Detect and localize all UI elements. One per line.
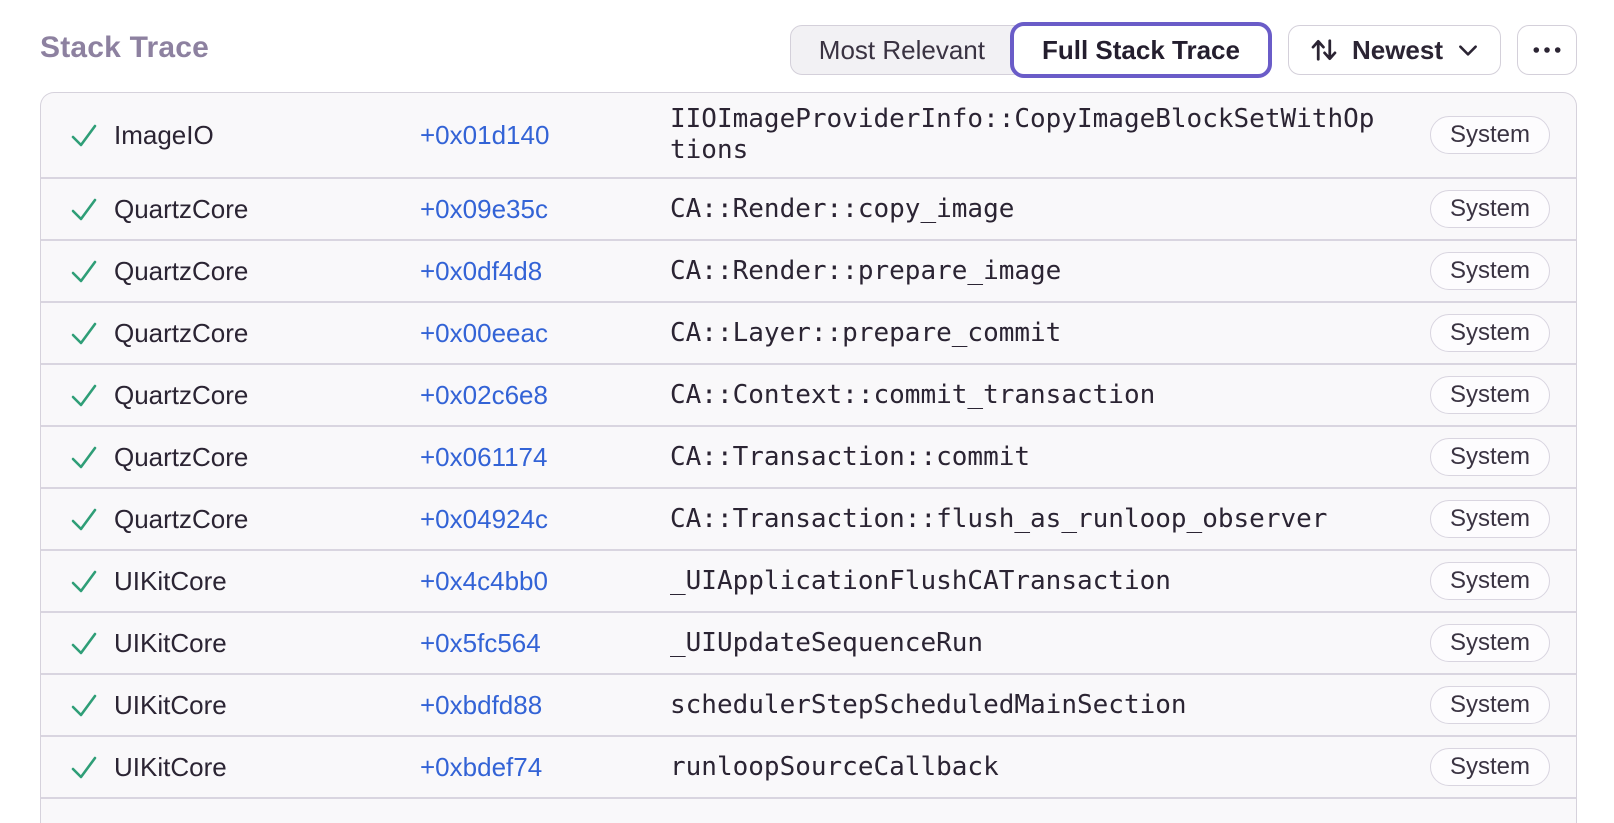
frame-module: QuartzCore	[114, 255, 249, 286]
frame-module: UIKitCore	[114, 627, 227, 658]
in-app-check-icon	[69, 690, 99, 720]
badge-container: System	[1380, 686, 1550, 724]
frame-address-link[interactable]: +0x00eeac	[420, 317, 548, 348]
system-badge: System	[1429, 562, 1550, 600]
system-badge: System	[1429, 438, 1550, 476]
stack-frame-row[interactable]: QuartzCore +0x0df4d8 CA::Render::prepare…	[41, 239, 1576, 301]
badge-container: System	[1380, 624, 1550, 662]
frame-module: QuartzCore	[114, 503, 249, 534]
stack-trace-card: ImageIO +0x01d140 IIOImageProviderInfo::…	[40, 92, 1577, 823]
frame-function: IIOImageProviderInfo::CopyImageBlockSetW…	[670, 104, 1375, 165]
system-badge: System	[1429, 314, 1550, 352]
badge-container: System	[1380, 748, 1550, 786]
view-toggle: Most Relevant Full Stack Trace	[789, 22, 1272, 78]
frame-module: ImageIO	[114, 119, 214, 150]
ellipsis-icon	[1532, 43, 1562, 57]
sort-newest-button[interactable]: Newest	[1287, 25, 1501, 75]
badge-container: System	[1380, 500, 1550, 538]
frame-module: QuartzCore	[114, 317, 249, 348]
frame-function: CA::Context::commit_transaction	[670, 379, 1156, 410]
next-frame-partial	[41, 797, 1576, 809]
system-badge: System	[1429, 748, 1550, 786]
frame-function: CA::Transaction::flush_as_runloop_observ…	[670, 503, 1328, 534]
system-badge: System	[1429, 686, 1550, 724]
stack-frame-row[interactable]: UIKitCore +0x5fc564 _UIUpdateSequenceRun…	[41, 611, 1576, 673]
stack-frame-row[interactable]: QuartzCore +0x00eeac CA::Layer::prepare_…	[41, 301, 1576, 363]
stack-frame-row[interactable]: UIKitCore +0xbdfd88 schedulerStepSchedul…	[41, 673, 1576, 735]
stack-frame-row[interactable]: QuartzCore +0x061174 CA::Transaction::co…	[41, 425, 1576, 487]
badge-container: System	[1380, 252, 1550, 290]
frame-address-link[interactable]: +0xbdef74	[420, 751, 543, 782]
frame-function: CA::Transaction::commit	[670, 441, 1031, 472]
stack-frame-row[interactable]: QuartzCore +0x02c6e8 CA::Context::commit…	[41, 363, 1576, 425]
toggle-full-stack-trace[interactable]: Full Stack Trace	[1009, 22, 1272, 78]
frame-address-link[interactable]: +0x5fc564	[420, 627, 541, 658]
frame-address-link[interactable]: +0x4c4bb0	[420, 565, 548, 596]
frame-module: UIKitCore	[114, 689, 227, 720]
frame-function: runloopSourceCallback	[670, 751, 999, 782]
frame-module: QuartzCore	[114, 441, 249, 472]
stack-frame-row[interactable]: UIKitCore +0x4c4bb0 _UIApplicationFlushC…	[41, 549, 1576, 611]
sort-arrows-icon	[1309, 35, 1339, 65]
frame-address-link[interactable]: +0xbdfd88	[420, 689, 543, 720]
badge-container: System	[1380, 562, 1550, 600]
frame-address-link[interactable]: +0x061174	[420, 441, 548, 472]
toggle-most-relevant[interactable]: Most Relevant	[789, 25, 1026, 75]
system-badge: System	[1429, 252, 1550, 290]
frame-function: _UIUpdateSequenceRun	[670, 627, 984, 658]
in-app-check-icon	[69, 318, 99, 348]
frame-address-link[interactable]: +0x04924c	[420, 503, 548, 534]
frame-module: QuartzCore	[114, 193, 249, 224]
frame-function: CA::Layer::prepare_commit	[670, 317, 1062, 348]
badge-container: System	[1380, 438, 1550, 476]
frame-module: QuartzCore	[114, 379, 249, 410]
in-app-check-icon	[69, 194, 99, 224]
frame-function: CA::Render::copy_image	[670, 193, 1015, 224]
frame-module: UIKitCore	[114, 751, 227, 782]
frame-address-link[interactable]: +0x0df4d8	[420, 255, 543, 286]
system-badge: System	[1429, 624, 1550, 662]
stack-frame-row[interactable]: QuartzCore +0x04924c CA::Transaction::fl…	[41, 487, 1576, 549]
in-app-check-icon	[69, 628, 99, 658]
in-app-check-icon	[69, 752, 99, 782]
badge-container: System	[1380, 376, 1550, 414]
frame-address-link[interactable]: +0x01d140	[420, 119, 550, 150]
in-app-check-icon	[69, 504, 99, 534]
stack-frame-row[interactable]: ImageIO +0x01d140 IIOImageProviderInfo::…	[41, 93, 1576, 177]
badge-container: System	[1380, 314, 1550, 352]
badge-container: System	[1380, 190, 1550, 228]
in-app-check-icon	[69, 120, 99, 150]
frame-address-link[interactable]: +0x09e35c	[420, 193, 548, 224]
chevron-down-icon	[1456, 38, 1480, 62]
in-app-check-icon	[69, 442, 99, 472]
frame-module: UIKitCore	[114, 565, 227, 596]
frame-function: _UIApplicationFlushCATransaction	[670, 565, 1171, 596]
more-options-button[interactable]	[1517, 25, 1577, 75]
page-title: Stack Trace	[40, 31, 209, 64]
badge-container: System	[1380, 116, 1550, 154]
system-badge: System	[1429, 500, 1550, 538]
system-badge: System	[1429, 190, 1550, 228]
header-controls: Most Relevant Full Stack Trace Newest	[789, 22, 1577, 78]
stack-frame-row[interactable]: QuartzCore +0x09e35c CA::Render::copy_im…	[41, 177, 1576, 239]
system-badge: System	[1429, 116, 1550, 154]
frame-function: schedulerStepScheduledMainSection	[670, 689, 1187, 720]
in-app-check-icon	[69, 380, 99, 410]
frame-function: CA::Render::prepare_image	[670, 255, 1062, 286]
in-app-check-icon	[69, 256, 99, 286]
stack-frame-row[interactable]: UIKitCore +0xbdef74 runloopSourceCallbac…	[41, 735, 1576, 797]
frames-list: ImageIO +0x01d140 IIOImageProviderInfo::…	[41, 93, 1576, 797]
sort-button-label: Newest	[1351, 34, 1443, 65]
frame-address-link[interactable]: +0x02c6e8	[420, 379, 548, 410]
in-app-check-icon	[69, 566, 99, 596]
system-badge: System	[1429, 376, 1550, 414]
